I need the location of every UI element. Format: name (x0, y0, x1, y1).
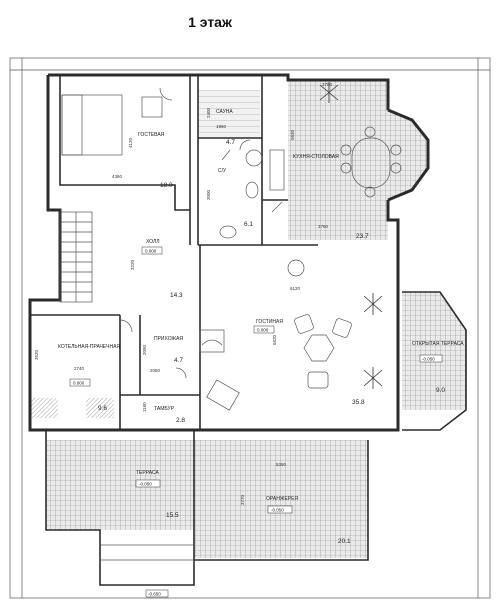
bottom-level: -0.650 (148, 592, 161, 597)
living-dim-h: 5620 (272, 334, 277, 345)
sauna-planks (198, 90, 260, 138)
sink (219, 225, 237, 239)
entry-dim-w: 2060 (150, 368, 161, 373)
terrace-name: ТЕРРАСА (136, 470, 159, 476)
living-name: ГОСТИНАЯ (256, 319, 283, 325)
open-terrace-name: ОТКРЫТАЯ ТЕРРАСА (412, 341, 464, 347)
entry-area: 4.7 (174, 357, 183, 364)
boiler-hatch-2 (86, 398, 114, 418)
orangery-level: -0.050 (271, 508, 284, 513)
boiler-level: 0.000 (73, 381, 85, 386)
tambour-dim-h: 1160 (142, 402, 147, 412)
boiler-dim-h: 3520 (34, 349, 39, 360)
toilet (245, 181, 259, 199)
guest-name: ГОСТЕВАЯ (138, 132, 165, 138)
hall-dim-h: 3220 (130, 259, 135, 270)
bath-dim-h: 3000 (206, 189, 211, 200)
orangery-dim-w: 5350 (276, 462, 287, 467)
dimension-frame (9, 57, 491, 599)
living-dim-w: 6120 (290, 286, 301, 291)
shower (245, 149, 263, 167)
guest-dim-h: 4120 (128, 137, 133, 148)
bath-name: С/У (218, 168, 227, 174)
kitchen-area: 23.7 (356, 233, 369, 240)
orangery-tiles (194, 440, 368, 558)
living-level: 0.000 (257, 328, 269, 333)
hall-area: 14.3 (170, 292, 183, 299)
bed (61, 94, 123, 156)
kitchen-name: КУХНЯ-СТОЛОВАЯ (293, 154, 339, 160)
kitchen-dim-h: 5630 (290, 129, 295, 140)
sauna-dim-w: 1960 (216, 124, 227, 129)
terrace-level: -0.050 (139, 482, 152, 487)
furniture (61, 82, 402, 411)
open-terrace-area: 9.0 (436, 387, 445, 394)
orangery-area: 20.1 (338, 538, 351, 545)
sauna-area: 4.7 (226, 139, 235, 146)
guest-dim-w: 4360 (112, 174, 123, 179)
open-terrace-tiles (402, 292, 466, 410)
kitchen-counter (269, 149, 285, 191)
terrace-outline (45, 291, 467, 586)
interior-walls (30, 75, 318, 430)
staircase (59, 211, 93, 303)
kitchen-dim-w: 3760 (318, 224, 329, 229)
terrace-area: 15.5 (166, 512, 179, 519)
fireplace (199, 329, 225, 353)
open-terrace-level: -0.050 (422, 357, 435, 362)
guest-area: 18.0 (160, 182, 173, 189)
sauna-name: САУНА (216, 109, 233, 115)
bath-area: 6.1 (244, 221, 253, 228)
tambour-area: 2.8 (176, 417, 185, 424)
kitchen-dim-top: 3780 (322, 82, 333, 87)
hall-name: ХОЛЛ (146, 239, 160, 245)
room-labels: ГОСТЕВАЯ 4360 4120 18.0 САУНА 1960 2400 … (34, 82, 464, 598)
bay-window-tiles (388, 110, 428, 200)
entry-dim-h: 2090 (142, 344, 147, 355)
orangery-name: ОРАНЖЕРЕЯ (266, 496, 298, 502)
hall-level: 0.000 (145, 249, 157, 254)
kitchen-tiles (288, 80, 388, 240)
living-area: 35.8 (352, 399, 365, 406)
tiled-floors (30, 80, 466, 558)
boiler-dim-w: 2740 (74, 366, 85, 371)
boiler-name: КОТЕЛЬНАЯ-ПРАЧЕЧНАЯ (58, 344, 120, 350)
sauna-dim-h: 2400 (206, 107, 211, 118)
boiler-hatch (30, 398, 58, 418)
terrace-tiles (46, 440, 194, 530)
dining-table (351, 137, 391, 189)
tambour-name: ТАМБУР (154, 406, 175, 412)
orangery-dim-h: 3770 (240, 494, 245, 505)
coffee-table (303, 334, 335, 362)
boiler-area: 9.6 (98, 405, 107, 412)
plan-title: 1 этаж (188, 14, 232, 30)
entry-name: ПРИХОЖАЯ (154, 336, 183, 342)
